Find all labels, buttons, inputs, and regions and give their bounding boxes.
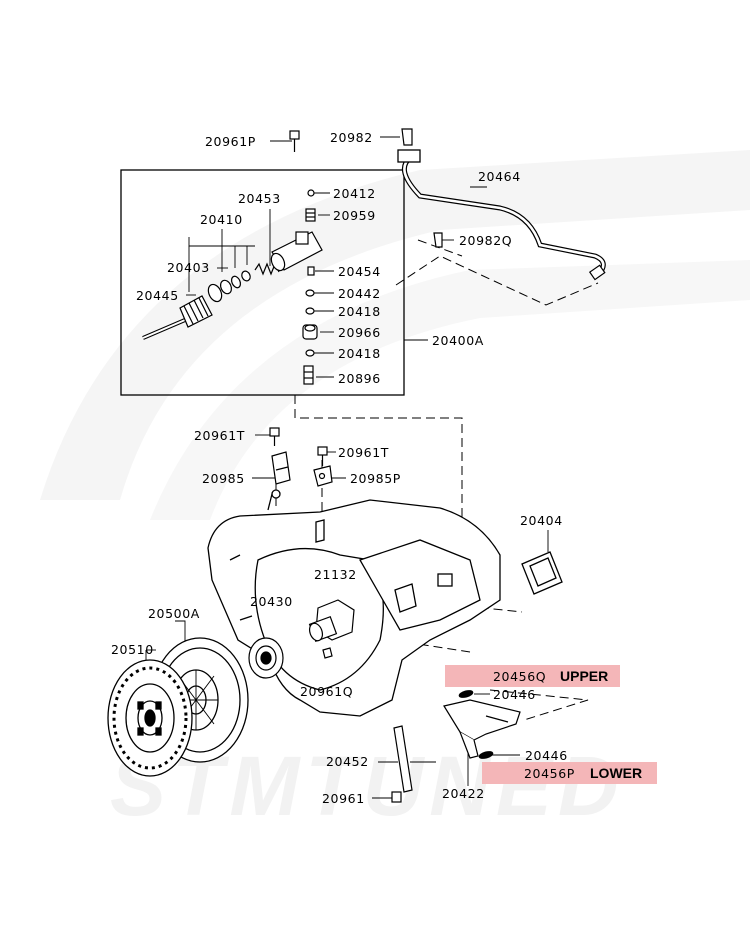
label-20961T-left: 20961T <box>194 428 245 443</box>
bolt-20961T-left <box>269 427 280 446</box>
bolt-20961P <box>289 130 300 152</box>
label-20959: 20959 <box>333 208 376 223</box>
label-20403: 20403 <box>167 260 210 275</box>
label-20412: 20412 <box>333 186 376 201</box>
gasket-20418b <box>305 349 315 357</box>
clip-20982Q <box>433 232 443 248</box>
label-21132: 21132 <box>314 567 357 582</box>
label-20961-bottom: 20961 <box>322 791 365 806</box>
fittings <box>289 128 443 248</box>
pivot-20452 <box>393 725 413 793</box>
release-fork-20422 <box>443 699 521 759</box>
release-bearing-20430 <box>248 637 284 679</box>
label-20452: 20452 <box>326 754 369 769</box>
clutch-pipe-20464 <box>397 149 606 281</box>
clips-20446 <box>458 690 494 759</box>
label-20456P: 20456P <box>524 766 575 781</box>
boot-20403 <box>179 295 213 328</box>
bolt-20961T-right <box>317 446 328 466</box>
label-20966: 20966 <box>338 325 381 340</box>
label-20456Q: 20456Q <box>493 669 546 684</box>
label-20982: 20982 <box>330 130 373 145</box>
label-20982Q: 20982Q <box>459 233 512 248</box>
push-rod-20445 <box>142 318 186 340</box>
brackets <box>269 427 333 487</box>
label-20442: 20442 <box>338 286 381 301</box>
label-20961T-right: 20961T <box>338 445 389 460</box>
dust-boot-20404 <box>521 551 563 595</box>
label-20510: 20510 <box>111 642 154 657</box>
highlight-lower <box>482 762 657 784</box>
bracket-20985 <box>271 451 291 485</box>
sleeve-21132 <box>308 599 355 642</box>
label-20961P-top: 20961P <box>205 134 256 149</box>
label-20404: 20404 <box>520 513 563 528</box>
piston-20410 <box>207 270 251 303</box>
washer-20442 <box>305 289 315 297</box>
bolt-20961-bottom <box>391 791 402 803</box>
label-20464: 20464 <box>478 169 521 184</box>
clutch-disc-20510 <box>107 659 193 777</box>
bleeder-20959 <box>305 208 316 222</box>
label-20418-a: 20418 <box>338 304 381 319</box>
label-20410: 20410 <box>200 212 243 227</box>
union-20966 <box>302 324 318 340</box>
label-20961Q: 20961Q <box>300 684 353 699</box>
label-upper: UPPER <box>560 668 608 684</box>
label-20446-upper: 20446 <box>493 687 536 702</box>
label-20446-lower: 20446 <box>525 748 568 763</box>
gasket-20418a <box>305 307 315 315</box>
label-20453: 20453 <box>238 191 281 206</box>
bracket-20985P <box>313 465 333 487</box>
label-20896: 20896 <box>338 371 381 386</box>
cylinder-body <box>270 231 323 272</box>
label-lower: LOWER <box>590 765 642 781</box>
clip-20982 <box>401 128 413 146</box>
bolt-20896 <box>303 365 314 385</box>
label-20430: 20430 <box>250 594 293 609</box>
label-20422: 20422 <box>442 786 485 801</box>
slave-cylinder-assembly <box>142 189 323 385</box>
label-20454: 20454 <box>338 264 381 279</box>
watermark: STMTUNED <box>40 150 750 833</box>
label-20985P: 20985P <box>350 471 401 486</box>
label-20445: 20445 <box>136 288 179 303</box>
kit-box-20400A <box>120 169 405 396</box>
label-20500A: 20500A <box>148 606 200 621</box>
seal-20454 <box>307 266 315 276</box>
label-20418-b: 20418 <box>338 346 381 361</box>
label-20985: 20985 <box>202 471 245 486</box>
highlight-upper <box>445 665 620 687</box>
label-20400A: 20400A <box>432 333 484 348</box>
valve-20412 <box>307 189 315 197</box>
bolt-20961Q <box>322 647 333 659</box>
